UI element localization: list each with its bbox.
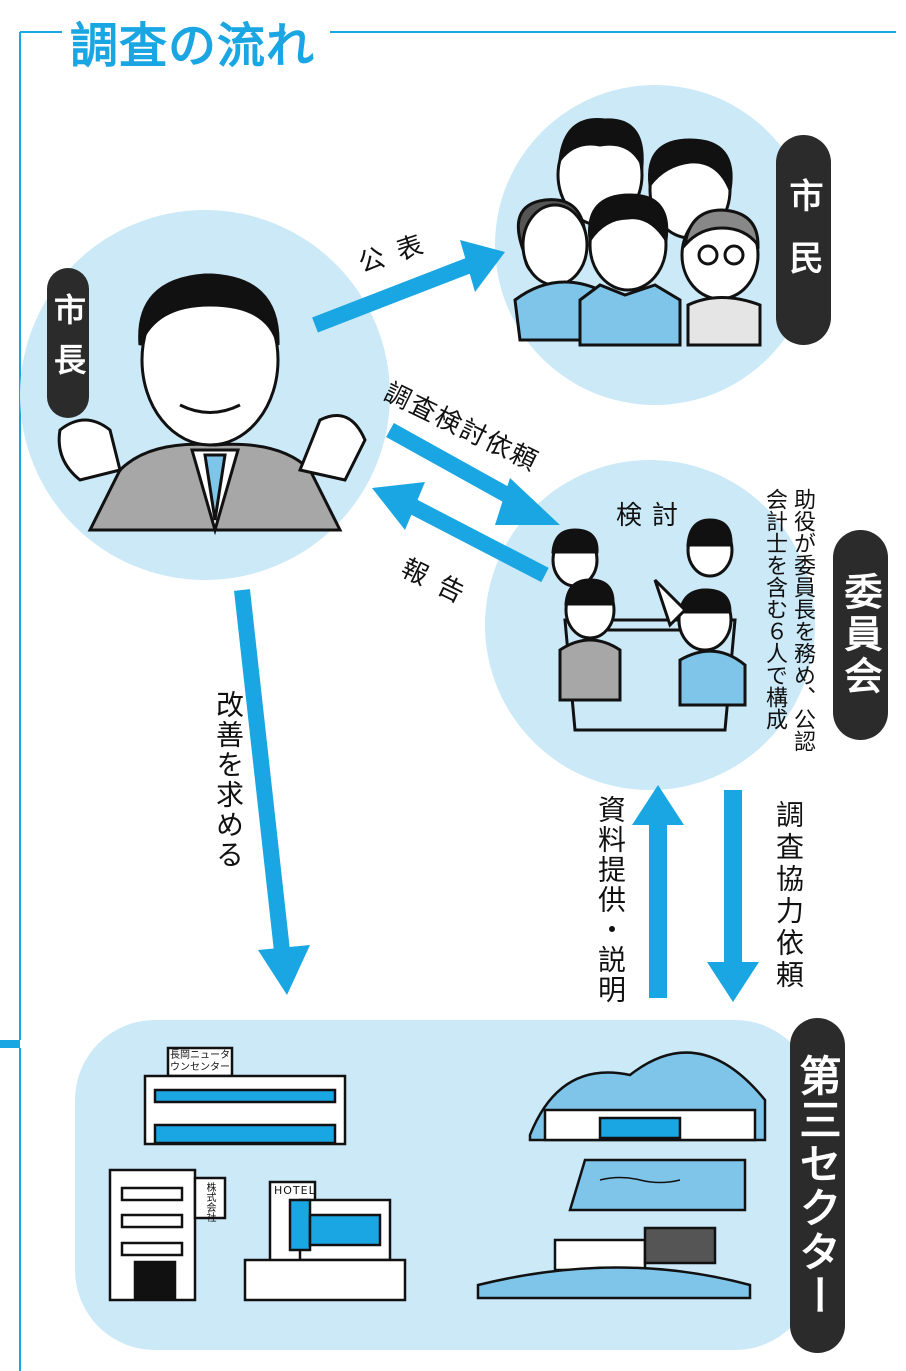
committee-note: 助役が委員長を務め、公認会計士を含む６人で構成 (762, 488, 815, 752)
demand-improvement-arrow (234, 589, 310, 995)
committee-caption: 検討 (616, 501, 689, 531)
hotel-building (243, 1180, 407, 1302)
newtown-center-sign: 長岡ニュータウンセンター (170, 1050, 230, 1073)
dome-building (528, 1051, 767, 1142)
page-title: 調査の流れ (70, 18, 316, 74)
committee-label: 委員会 (833, 530, 888, 740)
committee-illustration (551, 518, 747, 732)
report-arrow (372, 482, 549, 583)
newtown-center-building (143, 1046, 347, 1146)
frame-marker (0, 1040, 20, 1048)
company-sign: 株式会社 (204, 1182, 215, 1222)
request-cooperation-arrow (707, 790, 759, 1002)
third-sector-label: 第三セクター (790, 1018, 845, 1353)
arrows (234, 240, 759, 1002)
company-building (108, 1168, 227, 1302)
citizens-label: 市民 (776, 135, 831, 345)
provide-materials-label: 資料提供・説明 (594, 795, 627, 1005)
hotel-sign: HOTEL (274, 1184, 316, 1197)
request-review-arrow (386, 423, 560, 525)
mayor-illustration (57, 273, 367, 536)
citizens-illustration (513, 118, 762, 347)
request-cooperation-label: 調査協力依頼 (772, 800, 805, 992)
demand-improvement-label: 改善を求める (212, 690, 245, 870)
arena-building (476, 1226, 752, 1300)
pool (568, 1158, 747, 1212)
publish-arrow (312, 240, 505, 333)
mayor-label: 市長 (47, 268, 89, 418)
provide-materials-arrow (632, 785, 684, 998)
